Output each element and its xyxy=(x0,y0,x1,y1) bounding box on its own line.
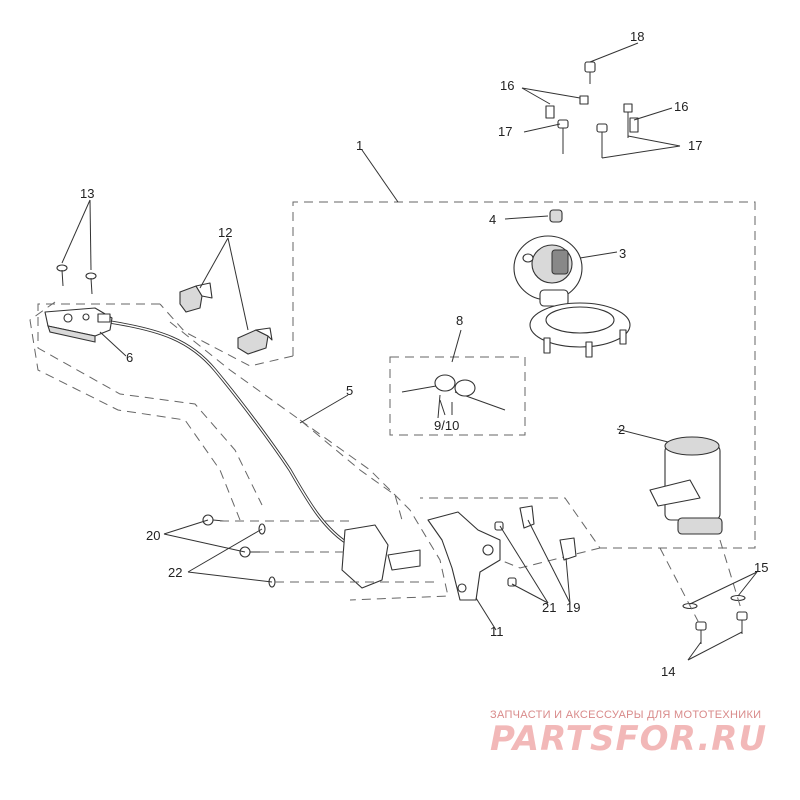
callout-11: 11 xyxy=(490,624,504,639)
callout-19: 19 xyxy=(566,600,580,615)
callout-17-left: 17 xyxy=(498,124,512,139)
callout-12: 12 xyxy=(218,225,232,240)
callout-3: 3 xyxy=(619,246,626,261)
callout-17-right: 17 xyxy=(688,138,702,153)
callout-16-left: 16 xyxy=(500,78,514,93)
callout-20: 20 xyxy=(146,528,160,543)
part-9-10-keys xyxy=(401,374,506,419)
parts-16-17-18-bolts xyxy=(545,61,639,158)
callout-18: 18 xyxy=(630,29,644,44)
callout-15: 15 xyxy=(754,560,768,575)
keys-box xyxy=(389,356,526,436)
callout-2: 2 xyxy=(618,422,625,437)
watermark-logo: PARTSFOR.RU xyxy=(490,719,767,759)
part-12-clips xyxy=(179,282,273,355)
watermark-tagline: ЗАПЧАСТИ И АКСЕССУАРЫ ДЛЯ МОТОТЕХНИКИ xyxy=(490,709,761,721)
parts-14-15-screws xyxy=(659,539,748,644)
callout-13: 13 xyxy=(80,186,94,201)
part-4-plug xyxy=(549,209,563,223)
callout-6: 6 xyxy=(126,350,133,365)
callout-9-10: 9/10 xyxy=(434,418,459,433)
callout-16-right: 16 xyxy=(674,99,688,114)
part-11-bracket xyxy=(427,511,501,601)
callout-8: 8 xyxy=(456,313,463,328)
callout-labels: 1 4 3 2 5 6 8 9/10 12 13 14 15 18 16 16 … xyxy=(80,29,768,679)
cable-switch xyxy=(341,524,421,589)
watermark: ЗАПЧАСТИ И АКСЕССУАРЫ ДЛЯ МОТОТЕХНИКИ PA… xyxy=(490,709,767,759)
callout-4: 4 xyxy=(489,212,496,227)
callout-1: 1 xyxy=(356,138,363,153)
callout-21: 21 xyxy=(542,600,556,615)
leader-lines xyxy=(61,42,758,661)
parts-19-22-hardware xyxy=(202,505,577,588)
part-6-cable-bracket xyxy=(44,307,113,343)
assembly-boundary-1 xyxy=(29,201,756,601)
callout-5: 5 xyxy=(346,383,353,398)
part-2-lock-body xyxy=(649,436,723,535)
callout-22: 22 xyxy=(168,565,182,580)
part-13-screws xyxy=(56,264,97,295)
part-3-filler-cap xyxy=(513,235,631,358)
callout-14: 14 xyxy=(661,664,675,679)
cable-5 xyxy=(108,320,352,547)
